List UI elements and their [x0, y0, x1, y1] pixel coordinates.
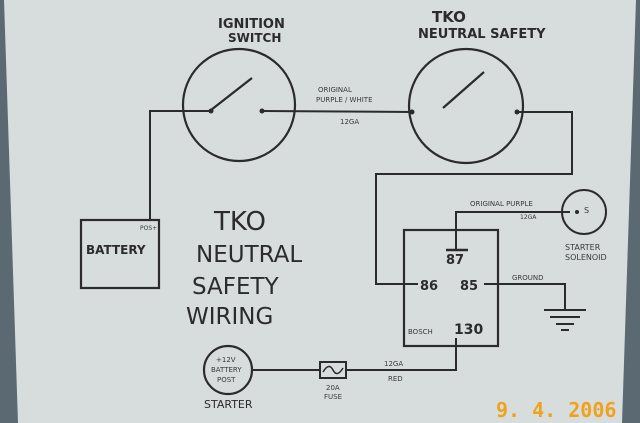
ignition-switch-label-2: SWITCH — [228, 31, 281, 45]
title-line-3: SAFETY — [192, 274, 280, 300]
title-line-2: NEUTRAL — [196, 242, 302, 268]
battery-label: BATTERY — [86, 243, 146, 257]
fuse-rating: 20A — [326, 384, 340, 392]
battery-post-label: POS+ — [140, 225, 157, 232]
title-line-4: WIRING — [186, 304, 273, 330]
paper-sheet — [4, 0, 636, 423]
starter-post-label-3: POST — [217, 376, 236, 384]
starter-solenoid — [561, 189, 607, 235]
wire-tko-to-relay-86 — [375, 111, 573, 285]
relay-brand: BOSCH — [408, 328, 433, 336]
starter-post-label-2: BATTERY — [211, 366, 242, 374]
wire-top-label-1: ORIGINAL — [318, 86, 352, 94]
fuse — [319, 361, 347, 379]
neutral-safety-label: NEUTRAL SAFETY — [418, 27, 546, 42]
starter-solenoid-label-2: SOLENOID — [565, 253, 607, 262]
date-stamp: 9. 4. 2006 — [496, 398, 616, 422]
ground-label: GROUND — [512, 274, 544, 282]
wire-top-gauge: 12GA — [340, 118, 359, 126]
relay-terminal-30: 130 — [454, 322, 483, 338]
fuse-label: FUSE — [324, 393, 342, 401]
wire-bottom-gauge: 12GA — [384, 360, 403, 368]
wire-bottom-color: RED — [388, 375, 403, 383]
battery — [79, 218, 161, 290]
wire-battery-to-ignition — [149, 110, 211, 220]
relay-terminal-87: 87 — [446, 253, 464, 268]
relay-terminal-85: 85 — [460, 279, 478, 294]
wire-purple-label: ORIGINAL PURPLE — [470, 200, 533, 208]
wire-ignition-to-tko — [261, 110, 413, 113]
wire-relay-85-to-ground — [484, 283, 566, 310]
wire-relay-87-to-solenoid — [455, 211, 570, 250]
wire-fuse-to-relay-30 — [346, 338, 457, 371]
relay-terminal-86: 86 — [420, 279, 438, 294]
wire-purple-gauge: 12GA — [520, 214, 537, 221]
title-line-1: TKO — [213, 207, 266, 237]
ignition-switch — [181, 47, 297, 163]
ignition-switch-label-1: IGNITION — [218, 17, 285, 32]
starter-battery-post — [202, 344, 254, 396]
starter-solenoid-label-1: STARTER — [565, 243, 601, 252]
tko-neutral-safety-switch — [407, 47, 525, 165]
wire-top-label-2: PURPLE / WHITE — [316, 96, 373, 104]
starter-post-label-1: +12V — [216, 356, 236, 364]
relay — [402, 228, 500, 348]
starter-solenoid-terminal: S — [584, 206, 589, 215]
tko-label: TKO — [432, 8, 466, 26]
starter-label: STARTER — [204, 398, 253, 411]
ground-symbol — [544, 309, 586, 331]
